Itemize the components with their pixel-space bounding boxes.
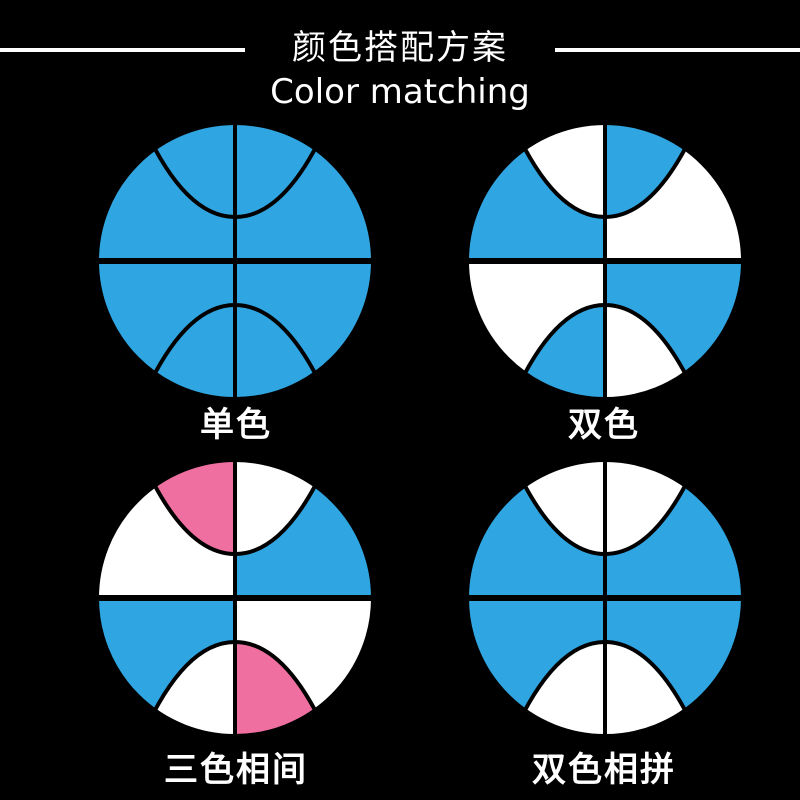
basketball-4 bbox=[465, 458, 745, 738]
caption-two-color: 双色 bbox=[568, 405, 640, 445]
basketball-1 bbox=[95, 121, 375, 401]
ball-outline bbox=[95, 121, 375, 401]
ball-outline bbox=[465, 121, 745, 401]
top-curved-seam bbox=[506, 123, 704, 220]
bottom-curved-seam bbox=[136, 302, 334, 399]
top-curved-seam bbox=[136, 460, 334, 557]
caption-two-color-split: 双色相拼 bbox=[532, 750, 676, 790]
ball-outline bbox=[465, 458, 745, 738]
top-curved-seam bbox=[136, 123, 334, 220]
caption-three-color-alternating: 三色相间 bbox=[164, 750, 308, 790]
header-rule-left bbox=[0, 48, 245, 52]
header: 颜色搭配方案 Color matching bbox=[0, 0, 800, 120]
ball-outline bbox=[95, 458, 375, 738]
basketball-2 bbox=[465, 121, 745, 401]
caption-single-color: 单色 bbox=[200, 405, 272, 445]
bottom-curved-seam bbox=[506, 302, 704, 399]
bottom-curved-seam bbox=[506, 639, 704, 736]
title-english: Color matching bbox=[270, 72, 530, 112]
title-chinese: 颜色搭配方案 bbox=[292, 28, 508, 68]
bottom-curved-seam bbox=[136, 639, 334, 736]
header-rule-right bbox=[555, 48, 800, 52]
top-curved-seam bbox=[506, 460, 704, 557]
basketball-3 bbox=[95, 458, 375, 738]
